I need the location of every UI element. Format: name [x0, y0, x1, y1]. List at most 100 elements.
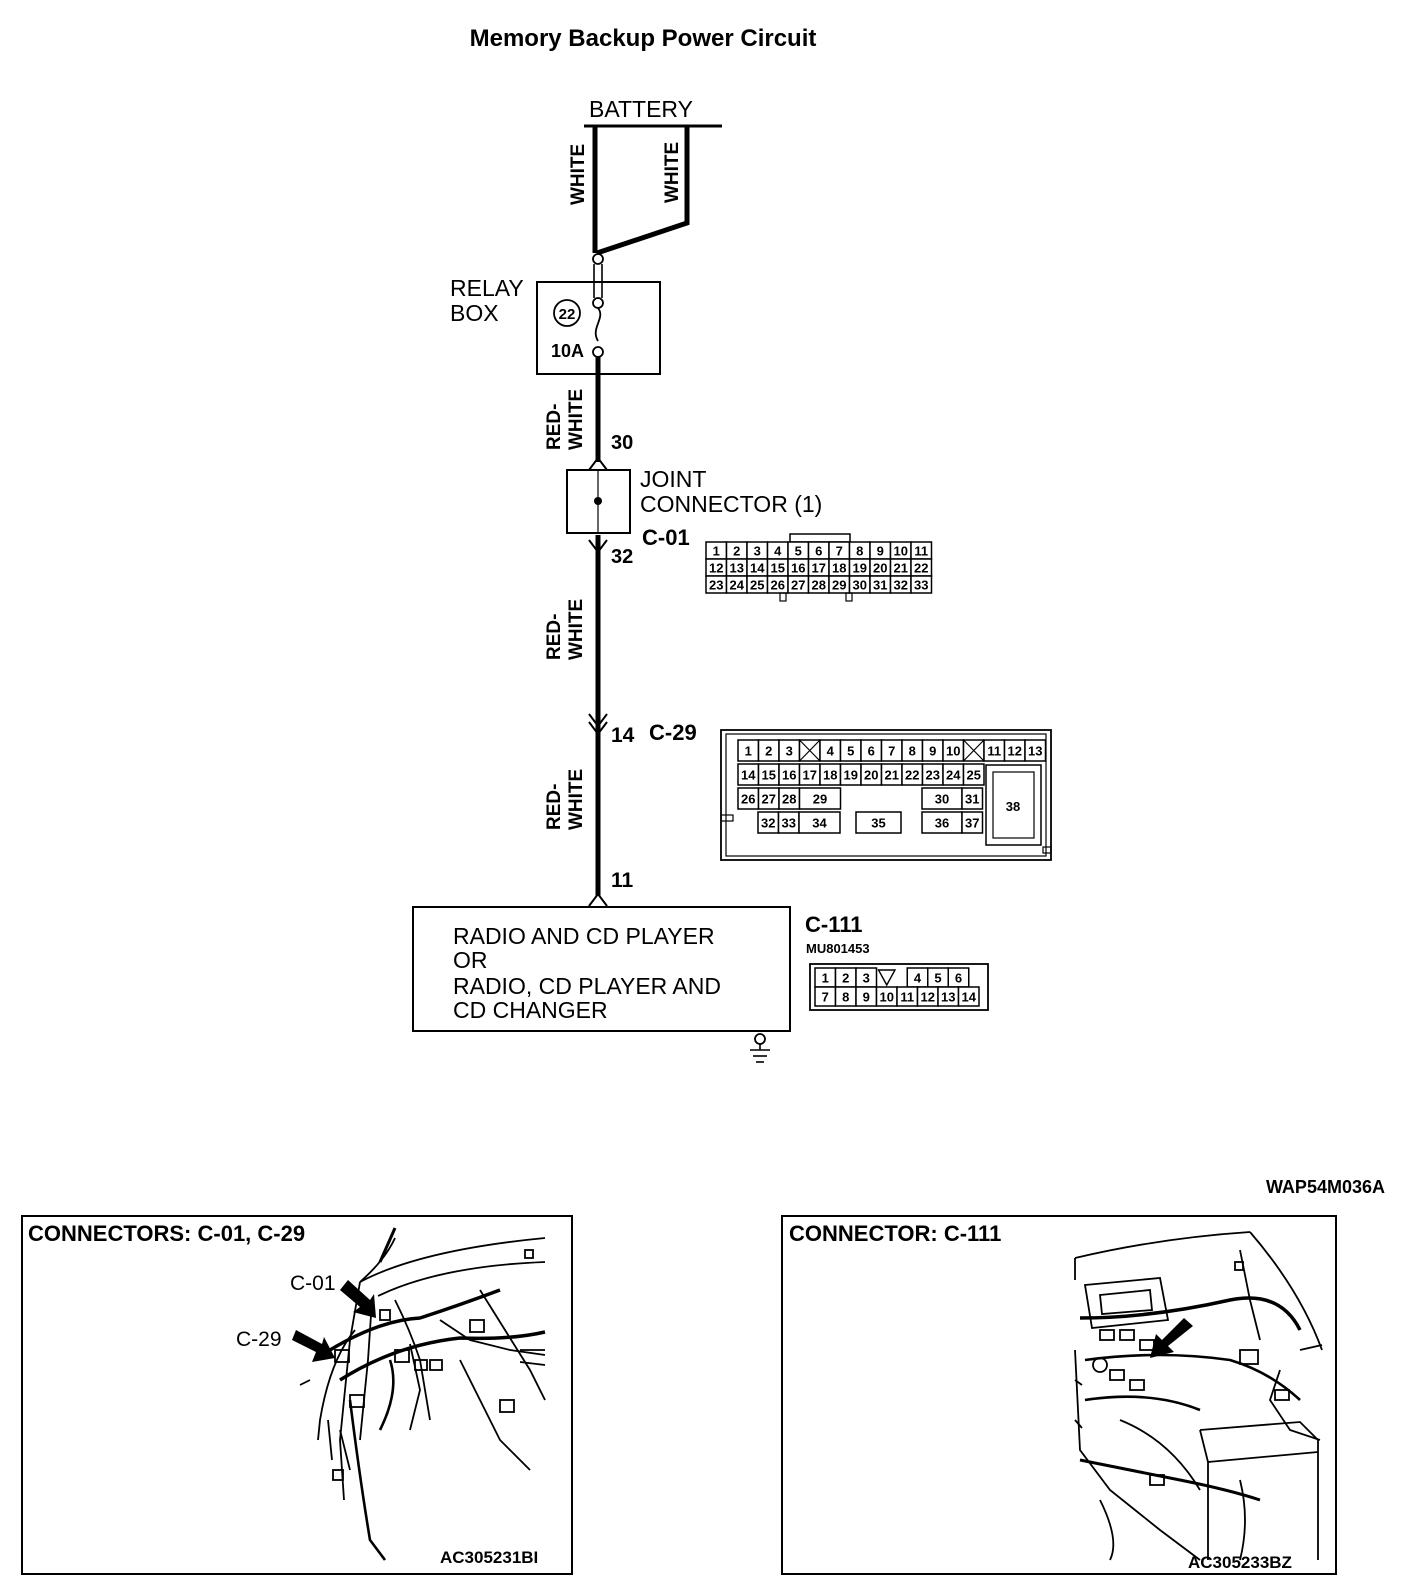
c29-pin-label: 28 [782, 792, 796, 807]
c111-pin-label: 12 [921, 990, 935, 1005]
c01-pin-label: 23 [709, 578, 723, 593]
c29-pin-label: 27 [762, 792, 776, 807]
wire-white-right [596, 126, 690, 256]
c29-pin-label: 32 [761, 816, 775, 831]
connector-arrow-14a [588, 713, 608, 728]
wire-color-white-left: WHITE [568, 144, 589, 205]
c29-pin-label: 4 [827, 744, 835, 759]
c01-pin-label: 13 [730, 561, 744, 576]
c29-big-cell [985, 764, 1042, 846]
c29-pin-label: 23 [926, 768, 940, 783]
radio-label-2: OR [453, 947, 488, 973]
c111-pin-label: 4 [914, 971, 922, 986]
fuse-terminal-top [592, 297, 604, 309]
c29-side-tab [720, 814, 734, 822]
dashboard-illustration-right [1074, 1231, 1323, 1561]
fuse-rating: 10A [551, 341, 584, 361]
c01-latch [789, 533, 851, 543]
joint-pin-32: 32 [611, 546, 633, 568]
pin-cell [1024, 739, 1047, 762]
panel-left-code: AC305231BI [440, 1548, 538, 1567]
c29-pin-label: 8 [909, 744, 916, 759]
c01-pin-label: 10 [894, 544, 908, 559]
c29-pin-label: 17 [803, 768, 817, 783]
c111-pin-label: 10 [880, 990, 894, 1005]
c29-pin-label: 34 [812, 816, 827, 831]
panel-right [781, 1215, 1337, 1575]
c01-pin-label: 17 [812, 561, 826, 576]
c29-pin-label: 21 [885, 768, 899, 783]
pin-cell [961, 787, 984, 810]
c29-pin-label: 37 [965, 816, 979, 831]
c01-pin-label: 11 [914, 544, 928, 559]
ground-terminal [754, 1033, 766, 1045]
connector-arrow-14b [588, 721, 608, 736]
c29-pin-label: 12 [1008, 744, 1022, 759]
c111-pin-label: 6 [955, 971, 962, 986]
c29-pin-label: 36 [935, 816, 949, 831]
c29-pin-label: 31 [965, 792, 979, 807]
c111-pin-label: 14 [962, 990, 977, 1005]
c29-pin-label: 25 [967, 768, 981, 783]
c29-pin-label: 5 [847, 744, 854, 759]
pin-cell [855, 811, 902, 834]
c29-side-tab [1042, 846, 1052, 854]
c29-pin-label: 20 [864, 768, 878, 783]
fuse-number-circle [553, 299, 581, 327]
c111-pin-label: 1 [822, 971, 829, 986]
c29-pin-label: 35 [871, 816, 885, 831]
c111-housing [809, 963, 989, 1011]
panel-left-title: CONNECTORS: C-01, C-29 [28, 1221, 305, 1246]
c01-pin-label: 20 [873, 561, 887, 576]
c01-pin-label: 8 [856, 544, 863, 559]
fuse-number: 22 [559, 306, 576, 323]
empty-pin-cross [963, 739, 985, 762]
c29-pin-label: 15 [762, 768, 776, 783]
relay-box-label-2: BOX [450, 300, 499, 326]
c29-pin-label: 26 [741, 792, 755, 807]
c01-pin-label: 14 [750, 561, 765, 576]
c01-pin-label: 21 [894, 561, 908, 576]
pin-cell [798, 787, 842, 810]
pin-cell [961, 811, 984, 834]
radio-box [412, 906, 791, 1032]
pin-cell [962, 763, 985, 786]
pin-cell [798, 811, 841, 834]
pin-cell [910, 575, 933, 594]
callout-c29: C-29 [236, 1328, 282, 1351]
radio-label-3: RADIO, CD PLAYER AND [453, 973, 721, 999]
joint-dot [594, 497, 602, 505]
c111-key-marker [877, 969, 897, 987]
c29-housing [720, 729, 1052, 861]
wire-color-white-right: WHITE [662, 142, 683, 203]
c29-pin-label: 10 [946, 744, 960, 759]
wire-color-red-3a: RED- [544, 784, 565, 830]
c01-pin-label: 28 [812, 578, 826, 593]
c111-pin-label: 7 [822, 990, 829, 1005]
c29-pin-label: 16 [782, 768, 796, 783]
c01-pin-label: 26 [771, 578, 785, 593]
c01-tab [845, 592, 853, 602]
battery-label: BATTERY [589, 96, 693, 122]
c01-pin-label: 16 [791, 561, 805, 576]
c01-pin-label: 30 [853, 578, 867, 593]
radio-label-1: RADIO AND CD PLAYER [453, 923, 715, 949]
c01-pin-label: 7 [836, 544, 843, 559]
c01-pin-label: 19 [853, 561, 867, 576]
c01-pin-label: 4 [774, 544, 782, 559]
wire-color-red-1b: WHITE [566, 389, 587, 450]
wire-color-red-2b: WHITE [566, 599, 587, 660]
c01-pin-label: 25 [750, 578, 764, 593]
c29-big-cell-inner [992, 771, 1035, 839]
radio-pin-11: 11 [611, 869, 634, 892]
c01-pin-label: 22 [914, 561, 928, 576]
c01-pin-label: 2 [733, 544, 740, 559]
c29-pin-label: 14 [741, 768, 756, 783]
c01-pin-label: 33 [914, 578, 928, 593]
wire-color-red-1a: RED- [544, 404, 565, 450]
c29-pin-label: 18 [823, 768, 837, 783]
c29-pin-label: 22 [905, 768, 919, 783]
c29-pin-label: 38 [1006, 799, 1020, 814]
